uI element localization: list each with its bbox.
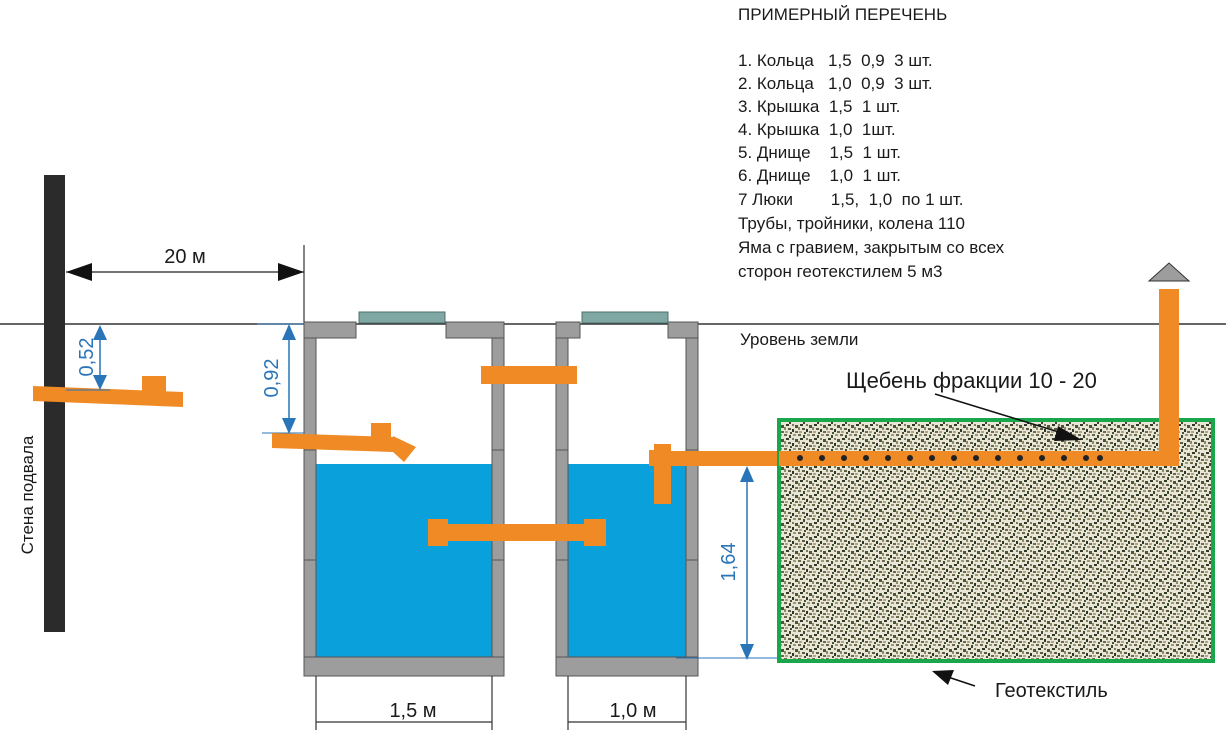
- parts-list-item: сторон геотекстилем 5 м3: [738, 262, 943, 281]
- depth-outlet-label: 1,64: [718, 543, 740, 582]
- tank-2-cover-right: [667, 321, 699, 339]
- parts-list-item: 5. Днище 1,5 1 шт.: [738, 143, 901, 162]
- distance-label: 20 м: [164, 246, 206, 268]
- wall-label: Стена подвала: [18, 435, 37, 554]
- parts-list-item: 6. Днище 1,0 1 шт.: [738, 166, 901, 185]
- parts-list-item: Трубы, тройники, колена 110: [738, 214, 965, 233]
- tank-2-bottom: [555, 656, 699, 677]
- overflow-pipe-top: [481, 366, 577, 384]
- gravel-pointer: [934, 393, 1082, 441]
- parts-list-item: 1. Кольца 1,5 0,9 3 шт.: [738, 51, 933, 70]
- geotextile-label: Геотекстиль: [995, 680, 1108, 702]
- tank-width-dimensions: [315, 676, 687, 730]
- parts-list-item: 2. Кольца 1,0 0,9 3 шт.: [738, 74, 933, 93]
- parts-list-item: 4. Крышка 1,0 1шт.: [738, 120, 896, 139]
- tank-1: [303, 311, 505, 677]
- vent-riser: [1159, 289, 1179, 466]
- tank-2-cover-left: [555, 321, 581, 339]
- depth-outlet-dimension: [676, 466, 780, 660]
- tank-1-cover-left: [303, 321, 357, 339]
- ground-level-label: Уровень земли: [740, 330, 858, 349]
- depth-wall-label: 0,52: [76, 338, 98, 377]
- tank-2-hatch: [581, 311, 669, 324]
- house-pipe: [33, 376, 183, 407]
- perforated-pipe: [779, 451, 1179, 466]
- parts-list-title: ПРИМЕРНЫЙ ПЕРЕЧЕНЬ: [738, 5, 947, 24]
- gravel-label: Щебень фракции 10 - 20: [846, 368, 1097, 393]
- geotextile-pointer: [932, 670, 976, 687]
- outlet-pipe: [649, 444, 779, 504]
- tank-1-water: [316, 464, 492, 657]
- tank-2-width-label: 1,0 м: [609, 700, 656, 722]
- tank-1-width-label: 1,5 м: [389, 700, 436, 722]
- tank-1-bottom: [303, 656, 505, 677]
- overflow-pipe-lower: [428, 519, 606, 546]
- depth-wall-dimension: [66, 325, 110, 391]
- distance-dimension: [66, 245, 305, 324]
- tank-2: [555, 311, 699, 677]
- parts-list-item: 3. Крышка 1,5 1 шт.: [738, 97, 900, 116]
- perforation-holes: [797, 455, 1103, 461]
- depth-inlet-dimension: [257, 323, 305, 434]
- depth-inlet-label: 0,92: [261, 359, 283, 398]
- tank-1-cover-right: [445, 321, 505, 339]
- inlet-pipe: [272, 423, 416, 462]
- vent-cap: [1147, 262, 1191, 282]
- parts-list-item: Яма с гравием, закрытым со всех: [738, 238, 1005, 257]
- parts-list-item: 7 Люки 1,5, 1,0 по 1 шт.: [738, 190, 964, 209]
- tank-1-hatch: [358, 311, 446, 324]
- basement-wall: [44, 175, 65, 632]
